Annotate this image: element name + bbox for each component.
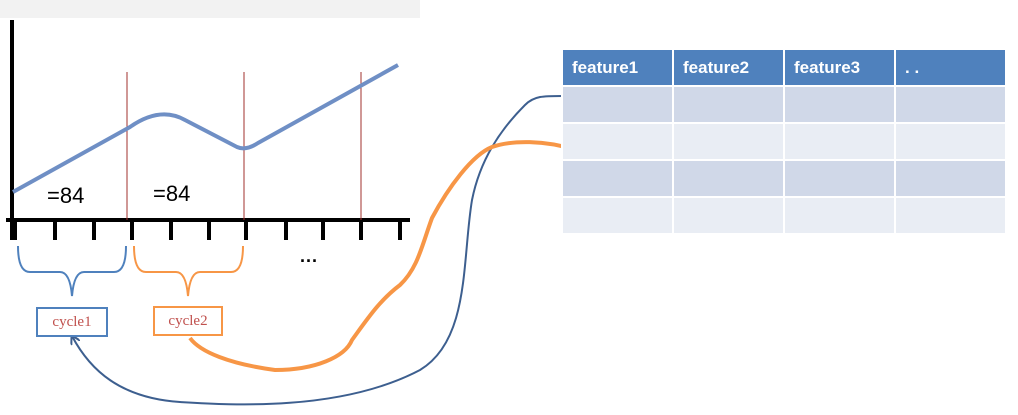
segment-value-label: =84: [153, 181, 191, 206]
cycle1-to-table-arrow: [72, 96, 570, 406]
table-row: [561, 122, 1007, 161]
table-row: [561, 196, 1007, 235]
table-cell: [783, 159, 896, 198]
table-header-cell: feature1: [561, 48, 674, 87]
table-row: [561, 159, 1007, 198]
table-row: [561, 85, 1007, 124]
table-cell: [561, 196, 674, 235]
table-header-cell: . .: [894, 48, 1007, 87]
continuation-ellipsis: ...: [300, 246, 319, 266]
table-cell: [894, 159, 1007, 198]
table-cell: [672, 196, 785, 235]
table-header-cell: feature3: [783, 48, 896, 87]
table-cell: [672, 159, 785, 198]
table-header-cell: feature2: [672, 48, 785, 87]
table-header-row: feature1 feature2 feature3 . .: [561, 48, 1007, 87]
table-cell: [783, 122, 896, 161]
cycle2-to-table-arrow: [188, 142, 576, 373]
table-cell: [894, 122, 1007, 161]
cycle1-box: cycle1: [36, 307, 108, 337]
table-cell: [783, 85, 896, 124]
top-shadow-band: [0, 0, 420, 18]
x-axis-ticks: [13, 220, 402, 240]
segment-value-label: =84: [47, 183, 85, 208]
feature-table: feature1 feature2 feature3 . .: [561, 48, 1007, 235]
table-cell: [561, 85, 674, 124]
table-cell: [783, 196, 896, 235]
table-cell: [672, 85, 785, 124]
table-cell: [561, 122, 674, 161]
cycle1-brace: [17, 245, 127, 297]
table-cell: [672, 122, 785, 161]
table-cell: [894, 85, 1007, 124]
cycle2-box: cycle2: [153, 306, 223, 336]
cycle2-brace: [133, 245, 244, 297]
signal-curve: [12, 63, 399, 194]
table-cell: [561, 159, 674, 198]
table-cell: [894, 196, 1007, 235]
